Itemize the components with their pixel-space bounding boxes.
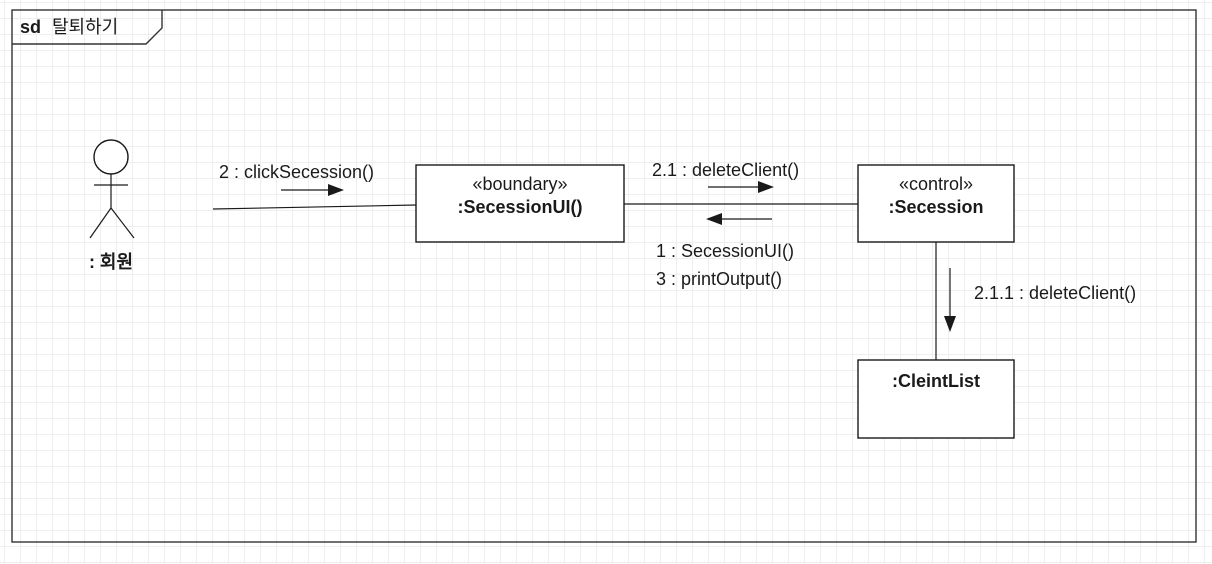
object-client-list-name: :CleintList (892, 371, 980, 391)
message-arrowhead-delete-client-nested (944, 316, 956, 332)
object-client-list[interactable]: :CleintList (857, 359, 1015, 439)
actor-member[interactable]: : 회원 (89, 139, 135, 272)
frame-tab (12, 10, 163, 45)
actor-label: : 회원 (89, 252, 133, 272)
object-client-list-box (857, 359, 1015, 439)
actor-left-leg (89, 207, 112, 239)
actor-right-leg (110, 207, 135, 239)
object-secession-ui-stereotype: «boundary» (472, 174, 567, 194)
object-secession-box (857, 164, 1015, 243)
message-secession-ui-call: 1 : SecessionUI() (656, 241, 794, 261)
object-secession-stereotype: «control» (899, 174, 973, 194)
actor-head (93, 139, 129, 175)
message-print-output: 3 : printOutput() (656, 269, 782, 289)
diagram-frame[interactable] (11, 9, 1197, 543)
object-secession-ui-box (415, 164, 625, 243)
frame-keyword: sd (20, 17, 41, 37)
message-click-secession: 2 : clickSecession() (219, 162, 374, 182)
object-secession-name: :Secession (888, 197, 983, 217)
object-secession-ui-name: :SecessionUI() (457, 197, 582, 217)
frame-name: 탈퇴하기 (52, 17, 118, 37)
object-secession-ui[interactable]: «boundary» :SecessionUI() (415, 164, 625, 243)
object-secession[interactable]: «control» :Secession (857, 164, 1015, 243)
message-arrowhead-delete-client (758, 181, 774, 193)
message-delete-client-nested: 2.1.1 : deleteClient() (974, 283, 1136, 303)
message-arrowhead-return (706, 213, 722, 225)
message-arrowhead-click-secession (328, 184, 344, 196)
message-delete-client: 2.1 : deleteClient() (652, 160, 799, 180)
link-actor-secessionui[interactable] (212, 204, 417, 210)
